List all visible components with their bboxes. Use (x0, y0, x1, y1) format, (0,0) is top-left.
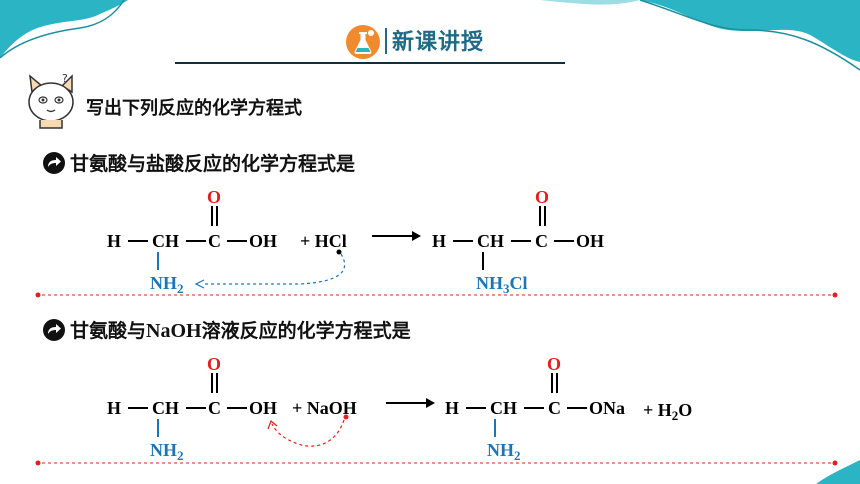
redo-arrow-icon (43, 319, 65, 341)
q2-left-oh: OH (249, 398, 278, 418)
q2-left-double-bond-a (211, 373, 213, 393)
q2-left-double-bond-b (216, 373, 218, 393)
svg-text:?: ? (62, 72, 68, 85)
q2-left-ch: CH (152, 398, 179, 418)
q1-right-c: C (535, 231, 548, 251)
q1-left-amine-bond (157, 252, 159, 270)
q1-left-c: C (208, 231, 221, 251)
q1-left-bond-3 (227, 240, 247, 242)
q2-right-double-bond-a (551, 373, 553, 393)
q1-right-carbonyl-o: O (535, 187, 550, 207)
q2-right-bond-1 (466, 407, 486, 409)
q2-left-amine: NH2 (150, 440, 184, 463)
q2-right-ch: CH (490, 398, 517, 418)
q1-reaction-arrow (372, 231, 421, 241)
q1-right-ammonium: NH3Cl (476, 273, 528, 296)
q1-right-bond-1 (453, 240, 473, 242)
q1-right-oh: OH (576, 231, 605, 251)
page-title: 新课讲授 (392, 30, 485, 55)
q2-left-bond-3 (227, 407, 247, 409)
q1-right-ch: CH (477, 231, 504, 251)
q2-right-bond-3 (567, 407, 587, 409)
q1-reagent: + HCl (300, 231, 347, 251)
q1-left-carbonyl-o: O (207, 187, 222, 207)
q2-right-amine: NH2 (487, 440, 521, 463)
q2-right-double-bond-b (556, 373, 558, 393)
q1-left-bond-2 (186, 240, 206, 242)
q1-right-h: H (432, 231, 447, 251)
q2-right-carbonyl-o: O (547, 354, 562, 374)
q2-right-c: C (548, 398, 561, 418)
instruction-text: 写出下列反应的化学方程式 (86, 98, 302, 119)
flask-logo-icon (346, 25, 380, 59)
q2-proton-transfer-arrow (267, 414, 349, 447)
q1-left-ch: CH (152, 231, 179, 251)
header-separator (385, 28, 387, 54)
redo-arrow-icon (43, 152, 65, 174)
q1-right-bond-2 (511, 240, 531, 242)
q1-right-bond-3 (554, 240, 574, 242)
q1-left-double-bond-b (216, 206, 218, 226)
header-underline (175, 62, 565, 64)
q1-proton-transfer-arrow (194, 249, 346, 289)
q2-right-h: H (445, 398, 460, 418)
divider-dotted-2 (35, 460, 838, 466)
q2-left-amine-bond (157, 419, 159, 437)
q2-right-ona: ONa (589, 398, 625, 418)
header-wave-decoration (0, 0, 860, 71)
q2-left-h: H (107, 398, 122, 418)
q2-reaction-arrow (386, 398, 435, 408)
q1-left-double-bond-a (211, 206, 213, 226)
q2-left-carbonyl-o: O (207, 354, 222, 374)
question-1-label: 甘氨酸与盐酸反应的化学方程式是 (70, 153, 356, 175)
q1-right-double-bond-b (544, 206, 546, 226)
q1-left-bond-1 (128, 240, 148, 242)
footer-wave-decoration (816, 460, 860, 484)
q2-right-bond-2 (524, 407, 544, 409)
q1-right-double-bond-a (539, 206, 541, 226)
divider-dotted-1 (35, 292, 838, 298)
q2-water-product: + H2O (643, 400, 693, 423)
q2-left-bond-2 (186, 407, 206, 409)
thinking-cat-icon: ? (28, 72, 74, 129)
q1-left-amine: NH2 (150, 273, 184, 296)
q2-left-c: C (208, 398, 221, 418)
q1-right-amine-bond (482, 252, 484, 270)
q2-left-bond-1 (128, 407, 148, 409)
q2-reagent: + NaOH (292, 398, 357, 418)
q2-right-amine-bond (494, 419, 496, 437)
q1-left-h: H (107, 231, 122, 251)
q1-left-oh: OH (249, 231, 278, 251)
question-2-label: 甘氨酸与NaOH溶液反应的化学方程式是 (70, 320, 411, 342)
